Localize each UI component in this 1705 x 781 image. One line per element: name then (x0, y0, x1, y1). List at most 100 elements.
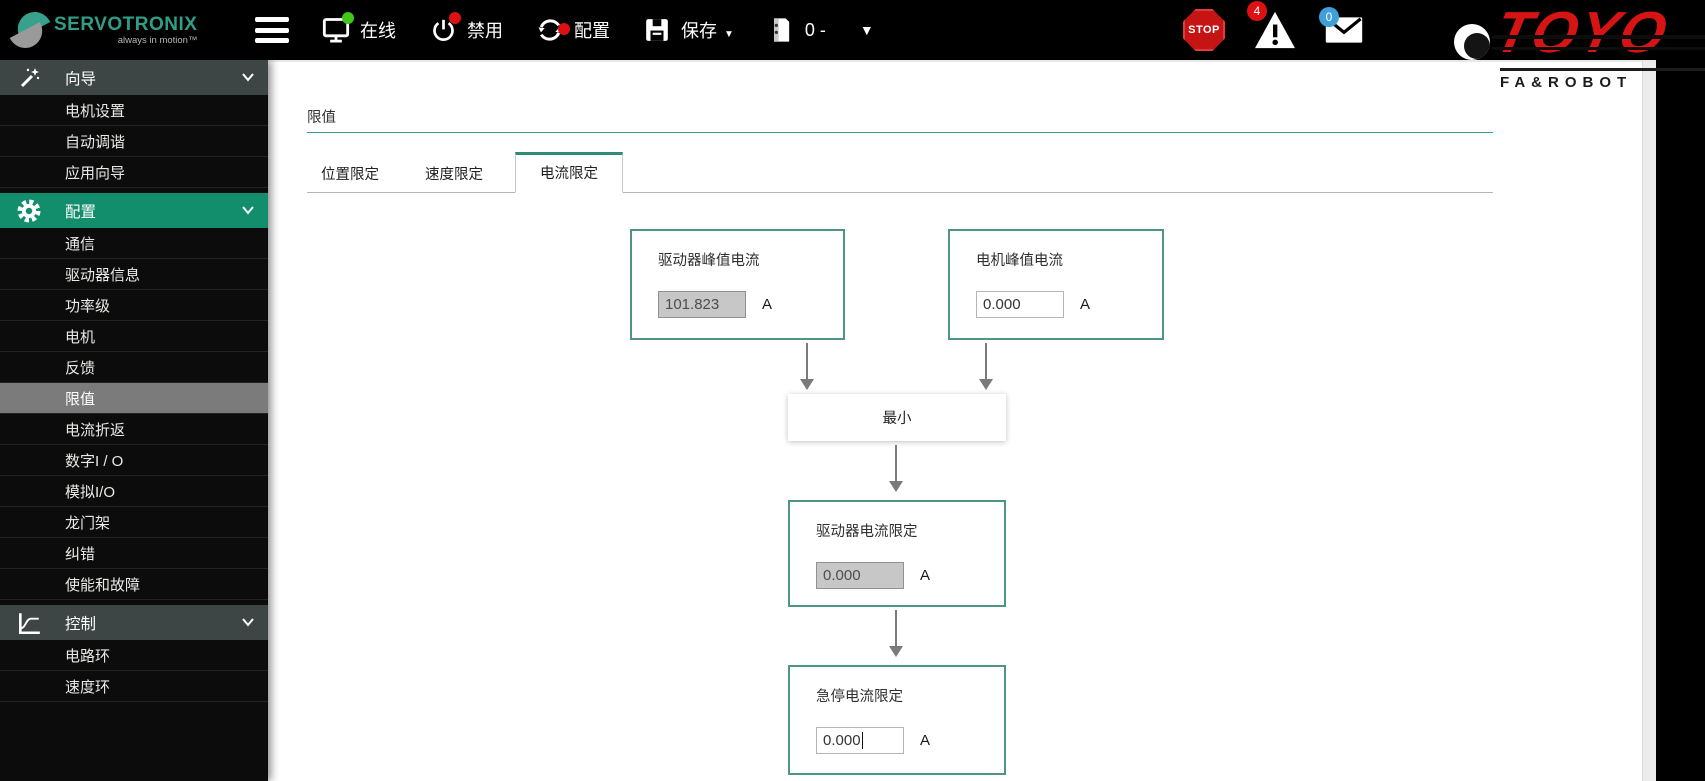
config-label: 配置 (574, 21, 610, 41)
flow-arrow (889, 445, 903, 492)
stop-button[interactable]: STOP (1183, 9, 1225, 51)
chevron-down-icon (240, 203, 256, 217)
sidebar-item-enable-faults[interactable]: 使能和故障 (0, 569, 268, 600)
sidebar-item-communication[interactable]: 通信 (0, 228, 268, 259)
node-drive-current-limit: 驱动器电流限定 A (788, 500, 1006, 607)
section-label: 向导 (65, 70, 97, 88)
node-label: 驱动器峰值电流 (658, 253, 760, 269)
node-estop-current-limit: 急停电流限定 0.000 A (788, 665, 1006, 775)
hamburger-menu-icon[interactable] (255, 17, 289, 43)
warnings-button[interactable]: 4 (1247, 1, 1297, 50)
gear-icon (16, 198, 42, 224)
disable-label: 禁用 (467, 21, 503, 41)
online-label: 在线 (360, 21, 396, 41)
section-label: 配置 (65, 203, 97, 221)
online-status-dot (342, 12, 354, 24)
servotronix-swirl-icon (9, 6, 51, 54)
save-label: 保存 (681, 17, 734, 43)
drive-current-limit-input (816, 562, 904, 589)
section-label: 控制 (65, 615, 97, 633)
toyo-subtitle: FA&ROBOT (1500, 68, 1705, 91)
warning-triangle-icon (1255, 11, 1295, 49)
unit-label: A (920, 732, 931, 749)
disabled-status-dot (449, 12, 461, 24)
brand-tagline: always in motion™ (117, 34, 198, 46)
sidebar-item-digital-io[interactable]: 数字I / O (0, 445, 268, 476)
flow-arrow (889, 610, 903, 657)
toyo-logo: TOYO FA&ROBOT (1448, 0, 1705, 94)
sidebar-item-autotuning[interactable]: 自动调谐 (0, 126, 268, 157)
flow-arrow (800, 343, 814, 390)
tab-position-limits[interactable]: 位置限定 (321, 167, 379, 183)
estop-current-limit-input[interactable]: 0.000 (816, 727, 904, 754)
toyo-wordmark: TOYO (1489, 0, 1675, 65)
save-button[interactable]: 保存 (642, 15, 734, 45)
messages-button[interactable]: 0 (1319, 7, 1363, 44)
online-status-button[interactable]: 在线 (321, 12, 396, 45)
node-drive-peak-current: 驱动器峰值电流 A (630, 229, 845, 340)
warning-count-badge: 4 (1247, 1, 1267, 21)
unit-label: A (920, 567, 931, 584)
tab-velocity-limits[interactable]: 速度限定 (425, 167, 483, 183)
flow-arrow (979, 343, 993, 390)
node-label: 电机峰值电流 (976, 253, 1063, 269)
curve-icon (16, 610, 42, 636)
servotronix-logo: SERVOTRONIX always in motion™ (9, 6, 215, 54)
top-toolbar: SERVOTRONIX always in motion™ 在线 (0, 0, 1705, 60)
estop-input-value: 0.000 (823, 732, 861, 749)
config-status-dot (558, 23, 570, 35)
sidebar-item-motor-setup[interactable]: 电机设置 (0, 95, 268, 126)
sidebar-item-velocity-loop[interactable]: 速度环 (0, 671, 268, 702)
sidebar-item-feedback[interactable]: 反馈 (0, 352, 268, 383)
tab-current-limits[interactable]: 电流限定 (515, 152, 623, 193)
message-count-badge: 0 (1319, 7, 1339, 27)
page-title: 限值 (307, 110, 336, 126)
config-mode-button[interactable]: 配置 (535, 15, 610, 45)
enable-disable-button[interactable]: 禁用 (428, 12, 503, 45)
sidebar-item-limits[interactable]: 限值 (0, 383, 268, 414)
content-panel: 限值 位置限定 速度限定 电流限定 驱动器峰值电流 A 电机峰值电流 A (268, 60, 1642, 781)
limits-tabbar: 位置限定 速度限定 电流限定 (307, 152, 1493, 193)
sidebar-item-current-loop[interactable]: 电路环 (0, 640, 268, 671)
sidebar-item-gantry[interactable]: 龙门架 (0, 507, 268, 538)
drive-peak-current-input (658, 291, 746, 318)
unit-label: A (1080, 296, 1091, 313)
node-label: 驱动器电流限定 (816, 524, 918, 540)
power-icon (428, 12, 461, 45)
sidebar-section-control[interactable]: 控制 (0, 605, 268, 640)
chevron-down-icon (240, 70, 256, 84)
sidebar-item-power-stage[interactable]: 功率级 (0, 290, 268, 321)
monitor-icon (321, 12, 354, 45)
unit-label: A (762, 296, 773, 313)
wand-icon (16, 65, 42, 91)
node-motor-peak-current: 电机峰值电流 A (948, 229, 1164, 340)
save-icon (642, 15, 672, 45)
brand-name: SERVOTRONIX (54, 13, 198, 35)
sidebar-item-current-foldback[interactable]: 电流折返 (0, 414, 268, 445)
toyo-stripe (1492, 35, 1705, 39)
drive-dropdown-caret[interactable]: ▼ (859, 22, 874, 38)
sidebar-item-motor[interactable]: 电机 (0, 321, 268, 352)
sidebar-item-drive-info[interactable]: 驱动器信息 (0, 259, 268, 290)
current-limit-diagram: 驱动器峰值电流 A 电机峰值电流 A 最小 驱动器电流限定 (268, 62, 1642, 781)
right-black-margin (1656, 60, 1705, 781)
sidebar-nav: 向导 电机设置 自动调谐 应用向导 配置 通信 驱动器信息 功率级 电机 (0, 60, 268, 781)
scrollbar-track[interactable] (1642, 60, 1656, 781)
node-minimum: 最小 (788, 394, 1006, 441)
toyo-stripe (1492, 47, 1705, 50)
drive-number: 0 - (804, 19, 826, 40)
drive-icon (766, 15, 796, 45)
title-underline (307, 132, 1493, 133)
sidebar-item-app-wizard[interactable]: 应用向导 (0, 157, 268, 188)
sidebar-item-analog-io[interactable]: 模拟I/O (0, 476, 268, 507)
drive-selector[interactable]: 0 - (766, 15, 826, 45)
motor-peak-current-input[interactable] (976, 291, 1064, 318)
sync-icon (535, 15, 570, 45)
text-cursor (861, 732, 864, 749)
sidebar-item-error-correction[interactable]: 纠错 (0, 538, 268, 569)
chevron-down-icon (240, 615, 256, 629)
node-label: 急停电流限定 (816, 689, 903, 705)
sidebar-section-wizard[interactable]: 向导 (0, 60, 268, 95)
sidebar-section-config[interactable]: 配置 (0, 193, 268, 228)
